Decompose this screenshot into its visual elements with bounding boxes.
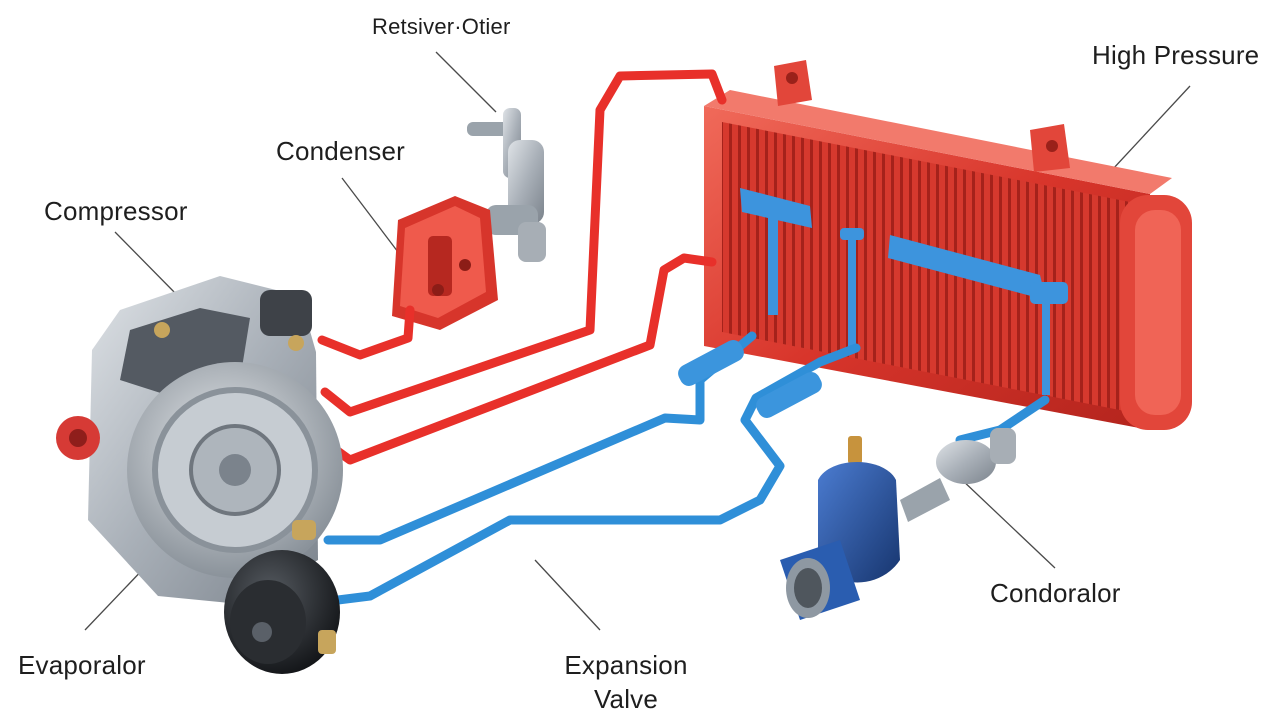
- label-expansion-valve: Expansion Valve: [556, 650, 696, 714]
- leader-compressor: [114, 231, 181, 299]
- lp-line-2: [333, 343, 861, 605]
- radiator-condenser: [704, 60, 1192, 430]
- label-condenser: Condenser: [276, 136, 405, 166]
- hp-line-1: [317, 305, 415, 360]
- label-expansion-valve-line1: Expansion: [564, 650, 688, 680]
- leader-condenser: [341, 177, 399, 253]
- label-receiver-drier: Retsiver·Otier: [372, 14, 511, 39]
- compressor-component: [56, 276, 343, 604]
- leader-expansion-valve: [534, 559, 601, 631]
- inline-valves: [678, 340, 822, 418]
- hp-line-2: [320, 69, 727, 417]
- leader-high-pressure: [1111, 85, 1191, 171]
- receiver-drier-fitting: [467, 108, 546, 262]
- label-expansion-valve-line2: Valve: [593, 684, 659, 714]
- expansion-valve-body: [780, 428, 1016, 620]
- hp-line-3: [320, 253, 717, 465]
- high-pressure-lines: [317, 69, 727, 465]
- leader-lines: [84, 51, 1191, 631]
- label-compressor: Compressor: [44, 196, 188, 226]
- evaporator-drum: [224, 550, 340, 674]
- label-high-pressure: High Pressure: [1092, 40, 1260, 70]
- label-evaporator: Evaporalor: [18, 650, 146, 680]
- label-condorator: Condoralor: [990, 578, 1121, 608]
- leader-receiver-drier: [435, 51, 497, 113]
- condenser-component: [392, 196, 498, 330]
- leader-condorator: [959, 477, 1056, 569]
